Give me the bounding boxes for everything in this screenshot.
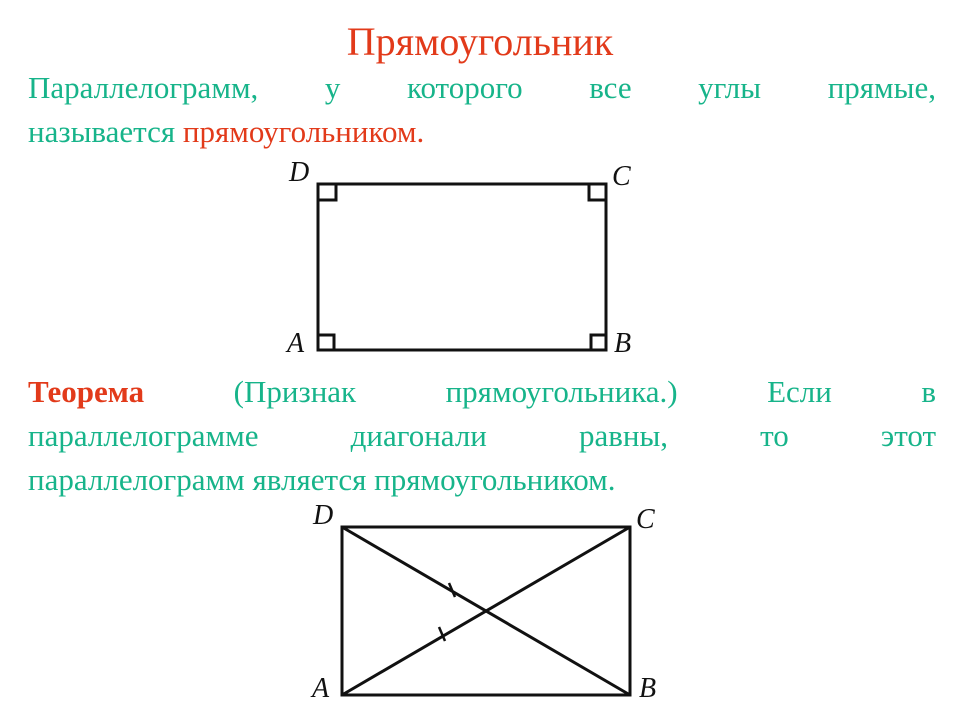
- definition-term: прямоугольником.: [182, 114, 425, 149]
- page-title: Прямоугольник: [346, 19, 614, 64]
- vertex-label-a1: A: [285, 328, 305, 359]
- vertex-label-b2: B: [639, 673, 656, 704]
- definition-paragraph: Параллелограмм, у которого все углы прям…: [28, 66, 936, 154]
- diagonal-ac: [341, 525, 631, 697]
- rectangle-figure-1: [316, 182, 608, 352]
- rectangle-figure-2: [340, 525, 632, 697]
- theorem-line-2: параллелограмме диагонали равны, то этот: [28, 418, 936, 453]
- equal-tick-mark-1: [447, 582, 457, 598]
- right-angle-mark-d: [318, 184, 338, 202]
- definition-prefix: называется: [28, 114, 183, 149]
- vertex-label-b1: B: [614, 328, 631, 359]
- vertex-label-c1: C: [612, 161, 631, 192]
- theorem-paragraph: Теорема (Признак прямоугольника.) Если в…: [28, 370, 936, 502]
- definition-line-1: Параллелограмм, у которого все углы прям…: [28, 70, 936, 105]
- definition-line-2: называется прямоугольником.: [28, 110, 936, 154]
- vertex-label-d2: D: [312, 500, 333, 531]
- right-angle-mark-b: [589, 333, 606, 350]
- vertex-label-a2: A: [310, 673, 330, 704]
- right-angle-mark-c: [587, 184, 606, 202]
- theorem-label: Теорема: [28, 374, 145, 409]
- vertex-label-c2: C: [636, 504, 655, 535]
- theorem-line-1: Теорема (Признак прямоугольника.) Если в: [28, 370, 936, 414]
- theorem-line-1-rest: (Признак прямоугольника.) Если в: [144, 374, 936, 409]
- theorem-line-3: параллелограмм является прямоугольником.: [28, 462, 616, 497]
- right-angle-mark-a: [318, 333, 336, 350]
- equal-tick-mark-2: [437, 626, 447, 642]
- vertex-label-d1: D: [288, 157, 309, 188]
